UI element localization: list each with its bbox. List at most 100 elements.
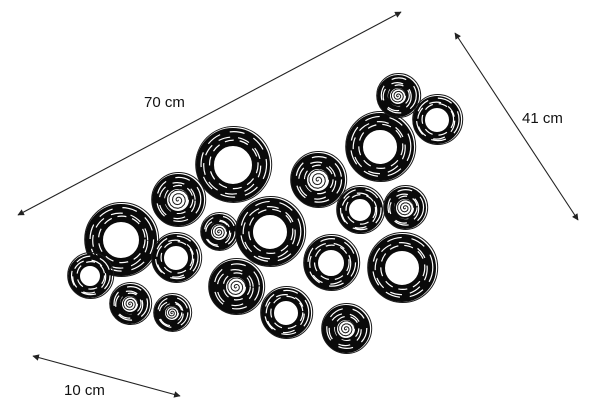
ring-10 (208, 258, 266, 315)
ring-outline (235, 196, 307, 267)
ring-swirl (123, 296, 139, 311)
ring-sketch-line (303, 164, 334, 195)
ring-outline (195, 126, 273, 203)
ring-sketch-line (380, 77, 417, 114)
ring-sketch-line (307, 238, 357, 287)
ring-hole (347, 197, 373, 223)
ring-sketch-line (158, 301, 184, 327)
ring-sketch-line (208, 139, 259, 190)
ring-sketch-line (156, 176, 202, 222)
ring-outline (290, 151, 348, 208)
ring-15 (345, 111, 417, 182)
ring-sketch-line (213, 263, 260, 310)
ring-band (154, 295, 190, 331)
ring-2 (151, 172, 207, 227)
ring-sketch-line (270, 295, 304, 329)
ring-sketch-line (115, 290, 144, 319)
ring-outline (151, 232, 203, 283)
ring-sketch-line (76, 261, 106, 290)
ring-outline (367, 232, 439, 303)
ring-13 (303, 234, 361, 291)
ring-swirl (168, 189, 190, 209)
ring-sketch-line (387, 189, 425, 226)
ring-sketch-line (295, 156, 343, 203)
ring-sketch-line (240, 200, 302, 262)
ring-sketch-line (352, 121, 406, 175)
ring-outline (208, 258, 266, 315)
ring-sketch-line (309, 242, 352, 285)
ring-sketch-line (382, 81, 412, 112)
ring-11 (260, 286, 314, 339)
ring-7 (195, 126, 273, 203)
ring-band (201, 214, 237, 250)
ring-sketch-line (154, 235, 199, 280)
ring-sketch-line (203, 136, 262, 195)
ring-outline (383, 185, 429, 230)
ring-sketch-line (205, 219, 232, 246)
ring-sketch-line (415, 97, 460, 142)
ring-18 (367, 232, 439, 303)
ring-swirl (308, 169, 330, 189)
ring-sketch-line (113, 286, 149, 321)
ring-outline (151, 172, 207, 227)
ring-outline (345, 111, 417, 182)
ring-sketch-line (156, 239, 195, 278)
ring-hole (251, 213, 289, 251)
ring-sketch-line (389, 193, 420, 224)
ring-sketch-line (345, 194, 377, 225)
ring-sketch-line (328, 313, 362, 347)
ring-sketch-line (163, 302, 183, 322)
ring-16 (336, 185, 386, 234)
ring-sketch-line (222, 272, 251, 301)
ring-sketch-line (216, 269, 254, 307)
ring-outline (260, 286, 314, 339)
ring-sketch-line (417, 101, 456, 140)
ring-swirl (338, 320, 356, 337)
height-label: 41 cm (522, 110, 563, 127)
ring-outline (67, 252, 115, 299)
ring-swirl (397, 199, 415, 216)
ring-hole (272, 299, 300, 327)
ring-sketch-line (421, 103, 455, 136)
ring-6 (153, 293, 193, 332)
ring-sketch-line (164, 184, 194, 214)
ring-swirl (227, 277, 247, 296)
ring-sketch-line (92, 212, 149, 269)
ring-size-label: 10 cm (64, 382, 105, 399)
ring-sketch-line (264, 289, 310, 335)
ring-hole (78, 264, 102, 288)
ring-sketch-line (97, 215, 146, 264)
ring-sketch-line (203, 215, 236, 248)
ring-12 (290, 151, 348, 208)
ring-4 (67, 252, 115, 299)
ring-sketch-line (200, 131, 268, 198)
ring-20 (412, 94, 464, 145)
ring-sketch-line (372, 236, 434, 298)
ring-sketch-line (265, 294, 305, 334)
ring-sketch-line (248, 208, 294, 254)
ring-hole (316, 248, 346, 278)
ring-outline (153, 293, 193, 332)
ring-9 (235, 196, 307, 267)
ring-sketch-line (89, 207, 155, 272)
ring-sketch-line (374, 242, 428, 296)
ring-band (346, 113, 414, 181)
ring-1 (84, 202, 160, 277)
ring-swirl (391, 88, 407, 103)
ring-swirl (165, 306, 180, 319)
ring-sketch-line (326, 307, 368, 349)
ring-sketch-line (341, 192, 378, 229)
ring-sketch-line (313, 244, 350, 281)
ring-hole (101, 220, 141, 260)
ring-hole (212, 144, 254, 186)
ring-hole (361, 128, 399, 166)
ring-cluster (67, 73, 464, 354)
ring-outline (376, 73, 422, 118)
ring-sketch-line (242, 206, 296, 260)
ring-swirl (212, 224, 228, 239)
ring-outline (109, 282, 153, 325)
ring-band (368, 234, 436, 302)
ring-sketch-line (339, 188, 382, 231)
ring-outline (321, 303, 373, 354)
